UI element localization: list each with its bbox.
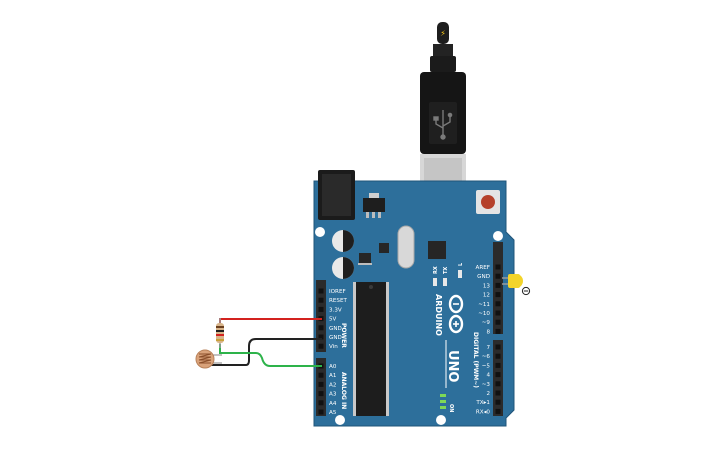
status-leds: RX TX L — [433, 262, 464, 286]
analog-header — [316, 358, 326, 416]
digital-upper-pin-label: GND — [477, 274, 490, 280]
lightning-icon: ⚡ — [440, 29, 446, 38]
digital-lower-pin-6[interactable] — [495, 399, 501, 405]
analog-pin-5[interactable] — [318, 409, 324, 415]
power-pin-label: GND — [329, 335, 342, 341]
analog-pin-label: A1 — [329, 373, 337, 379]
digital-lower-pin-label: 2 — [486, 391, 490, 397]
digital-upper-pin-label: AREF — [476, 265, 490, 271]
power-pin-2[interactable] — [318, 306, 324, 312]
power-pin-4[interactable] — [318, 325, 324, 331]
digital-header-lower — [493, 340, 503, 416]
digital-header-upper — [493, 242, 503, 334]
arduino-board[interactable]: RX TX L ARDUINO UNO DIGITAL (PWM~) POWER… — [313, 170, 515, 427]
power-label: POWER — [340, 323, 347, 348]
power-pin-label: Vin — [329, 344, 338, 350]
power-pin-1[interactable] — [318, 297, 324, 303]
usb-icon — [433, 110, 453, 140]
analog-pin-label: A5 — [329, 410, 337, 416]
digital-upper-pin-4[interactable] — [495, 301, 501, 307]
digital-lower-pin-label: TX▸1 — [475, 400, 490, 406]
digital-lower-pin-4[interactable] — [495, 381, 501, 387]
wire-5v[interactable] — [219, 318, 322, 330]
capacitor — [332, 230, 354, 252]
digital-lower-pin-label: RX◂0 — [476, 409, 491, 415]
usb-chip — [428, 241, 446, 259]
power-pin-label: GND — [329, 326, 342, 332]
digital-upper-pin-2[interactable] — [495, 282, 501, 288]
microcontroller-chip — [353, 282, 389, 416]
led-label-l: L — [458, 262, 464, 266]
digital-lower-pin-label: 4 — [486, 373, 490, 379]
on-led: ON — [440, 394, 454, 412]
digital-lower-pin-label: ~6 — [482, 354, 491, 360]
digital-lower-pin-group: 7 ~6 ~5 4 ~3 2TX▸1RX◂0 — [475, 344, 501, 415]
voltage-regulator — [363, 193, 385, 218]
on-label: ON — [448, 404, 454, 412]
power-pin-6[interactable] — [318, 343, 324, 349]
mounting-hole — [493, 231, 503, 241]
power-pin-5[interactable] — [318, 334, 324, 340]
analog-pin-label: A3 — [329, 392, 337, 398]
capacitor — [332, 257, 354, 279]
digital-upper-pin-group: AREF GND 13 12 ~11 ~10 ~9 8 — [476, 264, 501, 335]
crystal-oscillator — [397, 225, 415, 269]
mounting-hole — [436, 415, 446, 425]
digital-lower-pin-2[interactable] — [495, 362, 501, 368]
model-text: UNO — [445, 350, 460, 383]
power-header — [316, 280, 326, 352]
power-pin-label: 3.3V — [329, 307, 342, 313]
digital-lower-pin-0[interactable] — [495, 344, 501, 350]
photoresistor[interactable] — [195, 349, 222, 369]
digital-lower-pin-7[interactable] — [495, 408, 501, 414]
digital-upper-pin-7[interactable] — [495, 328, 501, 334]
digital-label: DIGITAL (PWM~) — [472, 332, 479, 388]
digital-upper-pin-3[interactable] — [495, 292, 501, 298]
analog-pin-1[interactable] — [318, 372, 324, 378]
digital-upper-pin-label: 12 — [483, 293, 490, 299]
analog-pin-3[interactable] — [318, 391, 324, 397]
small-ic — [358, 253, 372, 265]
digital-upper-pin-5[interactable] — [495, 310, 501, 316]
digital-upper-pin-label: ~10 — [478, 311, 490, 317]
analog-pin-2[interactable] — [318, 381, 324, 387]
digital-upper-pin-label: ~11 — [478, 302, 490, 308]
reset-button[interactable] — [476, 190, 500, 214]
digital-lower-pin-label: 7 — [486, 345, 490, 351]
digital-lower-pin-label: ~5 — [482, 363, 491, 369]
analog-label: ANALOG IN — [340, 372, 347, 409]
small-ic — [379, 243, 389, 253]
arduino-logo-icon — [448, 294, 464, 334]
led-label-tx: TX — [443, 267, 449, 274]
digital-upper-pin-label: 13 — [483, 283, 491, 289]
digital-upper-pin-label: ~9 — [482, 320, 491, 326]
mounting-hole — [335, 415, 345, 425]
digital-lower-pin-label: ~3 — [482, 382, 491, 388]
analog-pin-label: A4 — [329, 401, 337, 407]
digital-upper-pin-0[interactable] — [495, 264, 501, 270]
digital-lower-pin-3[interactable] — [495, 372, 501, 378]
power-pin-label: RESET — [329, 298, 348, 304]
power-pin-label: IOREF — [329, 289, 346, 295]
digital-upper-pin-6[interactable] — [495, 319, 501, 325]
power-pin-0[interactable] — [318, 288, 324, 294]
analog-pin-4[interactable] — [318, 400, 324, 406]
digital-upper-pin-1[interactable] — [495, 273, 501, 279]
digital-lower-pin-1[interactable] — [495, 353, 501, 359]
brand-text: ARDUINO — [434, 294, 443, 336]
analog-pin-label: A0 — [329, 364, 337, 370]
power-pin-label: 5V — [329, 317, 337, 323]
resistor[interactable] — [216, 318, 224, 348]
wire-a0[interactable] — [219, 344, 322, 367]
digital-lower-pin-5[interactable] — [495, 390, 501, 396]
mounting-hole — [315, 227, 325, 237]
digital-upper-pin-label: 8 — [486, 329, 490, 335]
led-label-rx: RX — [433, 266, 439, 274]
analog-pin-label: A2 — [329, 382, 336, 388]
power-jack — [318, 170, 355, 220]
yellow-led[interactable] — [502, 274, 531, 296]
